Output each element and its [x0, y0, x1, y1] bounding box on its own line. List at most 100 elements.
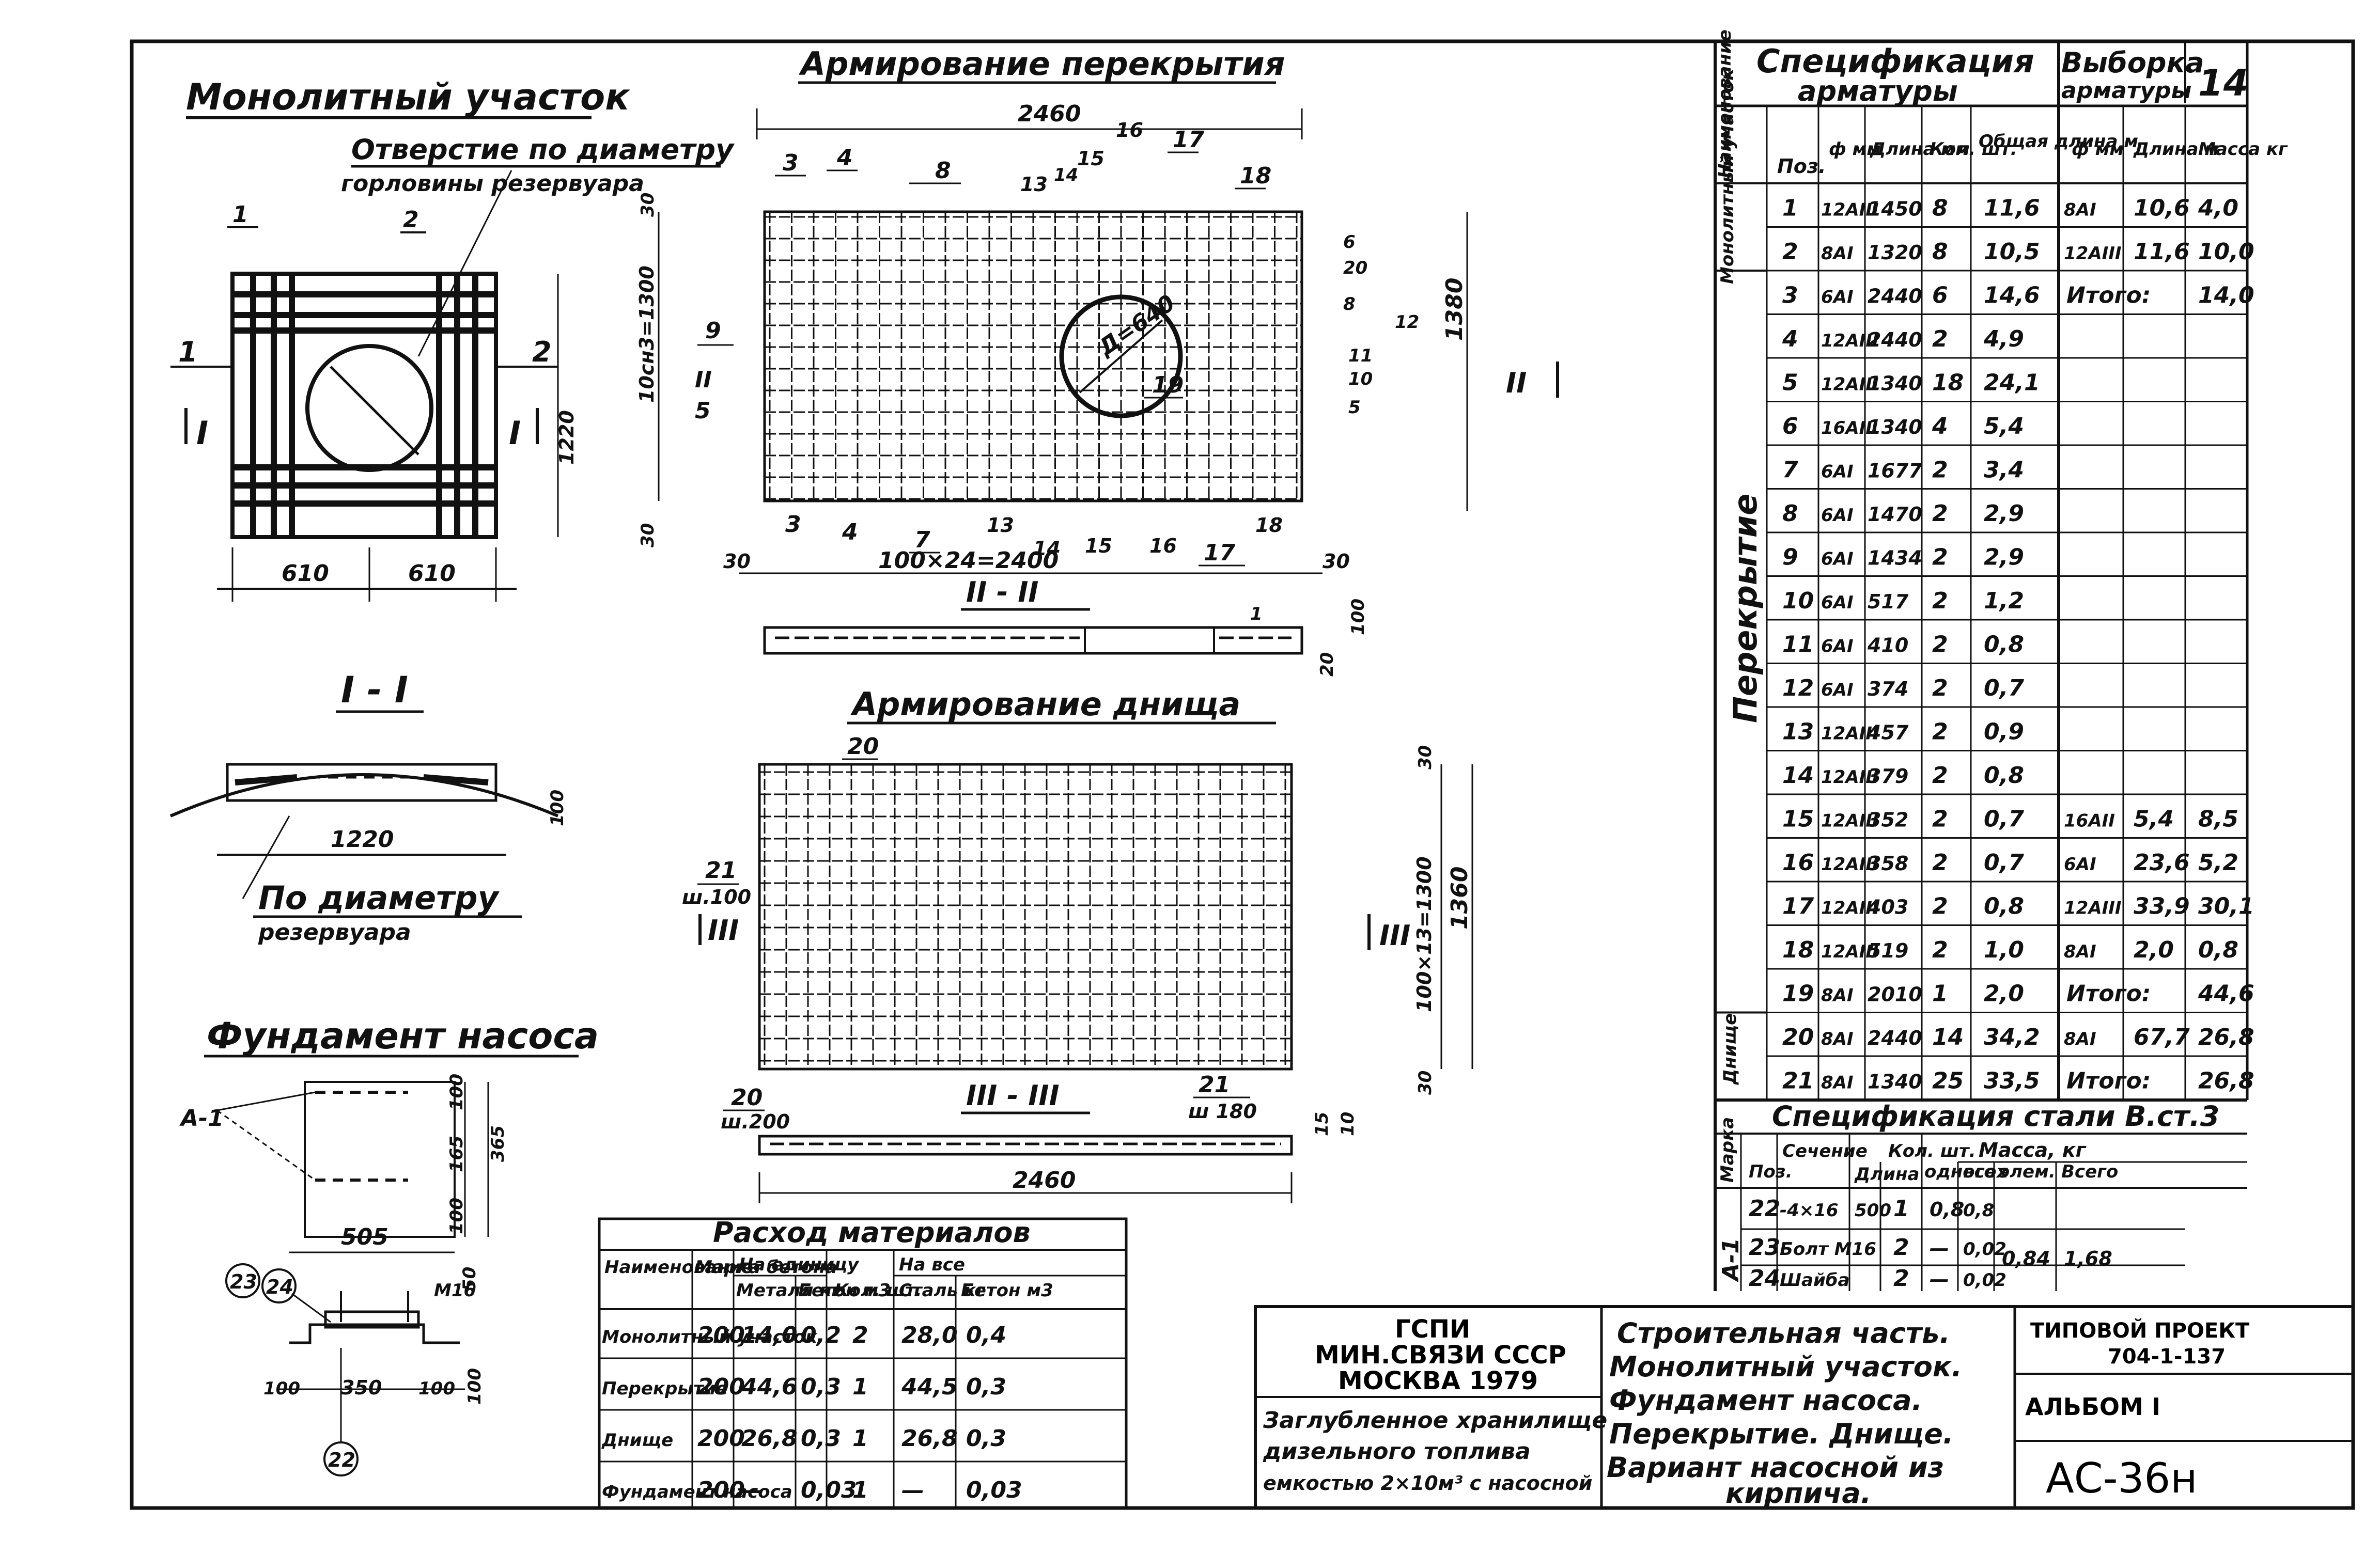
spec-cell-pos: 15 [1782, 806, 1814, 833]
svg-text:Металл кг: Металл кг [736, 1280, 841, 1301]
spec-cell-total: 0,8 [1984, 632, 2024, 658]
svg-text:17: 17 [1204, 540, 1236, 566]
svg-text:3: 3 [783, 150, 799, 176]
sheet-number: 14 [2198, 62, 2248, 104]
svg-text:Масса кг: Масса кг [2198, 139, 2288, 160]
dim-1220-v: 1220 [555, 410, 578, 465]
spec-cell-total: 34,2 [1984, 1024, 2040, 1050]
spec-cell-diam: 12АIII [1821, 811, 1879, 831]
spec-cell-total: 0,7 [1984, 806, 2024, 833]
spec-cell-diam: 8АI [1821, 985, 1854, 1006]
spec-cell-pos: 11 [1782, 632, 1814, 658]
spec-cell-total: 3,4 [1984, 457, 2024, 483]
roof-reinforcement: Армирование перекрытия 2460 3 4 8 13 14 … [635, 45, 1559, 677]
svg-text:Сталь кг: Сталь кг [899, 1280, 986, 1301]
steel-cell-mass-one: — [1930, 1268, 1949, 1291]
spec-cell-qty: 2 [1932, 500, 1948, 527]
svg-text:3: 3 [785, 511, 801, 538]
spec-header-name: Наименование [1715, 29, 1735, 178]
bottom-section-mark: III [708, 914, 739, 947]
svg-text:16: 16 [1149, 535, 1177, 557]
steel-cell-mass-all: 0,02 [1963, 1239, 2006, 1260]
pump-title: Фундамент насоса [207, 1015, 599, 1057]
roof-dim-1380: 1380 [1441, 278, 1468, 341]
spec-cell-total: 33,5 [1984, 1068, 2040, 1094]
materials-cell: 14,0 [741, 1322, 798, 1348]
roof-section-title: II - II [966, 576, 1038, 608]
pos-20: 20 [847, 733, 879, 760]
dim-1220: 1220 [331, 826, 394, 853]
spec-cell-length: 2440 [1868, 328, 1922, 351]
spec-cell-qty: 4 [1932, 413, 1948, 439]
spec-cell-qty: 25 [1932, 1068, 1964, 1094]
sel-cell-diam: 8АI [2064, 941, 2096, 962]
steel-cell-mass-all: 0,8 [1963, 1200, 1994, 1221]
pos-23: 23 [230, 1270, 257, 1293]
spec-cell-total: 0,8 [1984, 762, 2024, 789]
spec-cell-diam: 12АIII [1821, 854, 1879, 875]
spec-cell-qty: 2 [1932, 850, 1948, 876]
sel-cell-total-label: Итого: [2066, 282, 2151, 309]
spec-cell-qty: 2 [1932, 675, 1948, 701]
svg-text:всех: всех [1963, 1161, 2009, 1182]
spec-cell-pos: 6 [1782, 413, 1798, 439]
group-bottom: Днище [1720, 1013, 1740, 1085]
materials-cell: 200 [697, 1322, 745, 1348]
bottom-dim-2460: 2460 [1013, 1167, 1076, 1193]
spec-cell-qty: 2 [1932, 588, 1948, 614]
svg-text:11: 11 [1348, 345, 1373, 366]
section-mark: I [509, 414, 521, 452]
dim-20: 20 [1317, 652, 1337, 677]
org-1: ГСПИ [1395, 1315, 1470, 1344]
svg-text:Наименование: Наименование [604, 1257, 753, 1278]
spec-cell-diam: 6АI [1821, 505, 1854, 526]
org-3: МОСКВА 1979 [1338, 1366, 1538, 1395]
roof-mesh [765, 212, 1302, 501]
monolith-outline [230, 272, 498, 539]
sel-cell-mass: 10,0 [2198, 239, 2254, 265]
spec-cell-diam: 12АIII [1821, 374, 1879, 395]
bottom-dim-1360: 1360 [1446, 867, 1473, 930]
materials-cell: — [901, 1477, 924, 1503]
roof-title: Армирование перекрытия [798, 45, 1285, 83]
dim-100: 100 [446, 1198, 467, 1234]
svg-text:10: 10 [1348, 369, 1373, 389]
desc-5: Вариант насосной из [1607, 1451, 1944, 1484]
sel-cell-total-label: Итого: [2066, 981, 2151, 1007]
sel-cell-length: 67,7 [2134, 1024, 2190, 1050]
sel-cell-mass: 5,2 [2198, 850, 2238, 876]
sel-cell-diam: 16АII [2064, 811, 2115, 831]
sel-cell-length: 2,0 [2134, 937, 2174, 963]
pos-label: 2 [532, 336, 552, 368]
spec-cell-total: 0,7 [1984, 850, 2024, 876]
sel-title-1: Выборка [2061, 46, 2204, 79]
materials-cell: 0,2 [801, 1322, 841, 1348]
materials-cell: 26,8 [741, 1425, 798, 1452]
spec-cell-total: 0,9 [1984, 719, 2024, 745]
dim-50: 50 [459, 1267, 480, 1291]
spec-cell-pos: 12 [1782, 675, 1814, 701]
materials-cell: 0,03 [801, 1477, 857, 1503]
org-2: МИН.СВЯЗИ СССР [1315, 1341, 1566, 1370]
materials-cell: Монолитный участок [602, 1327, 818, 1347]
obj-3: емкостью 2×10м³ с насосной [1263, 1472, 1592, 1495]
spec-cell-total: 2,9 [1984, 544, 2024, 571]
sel-cell-length: 23,6 [2134, 850, 2190, 876]
spec-cell-pos: 2 [1782, 239, 1798, 265]
svg-text:Бетон м3: Бетон м3 [798, 1280, 891, 1301]
spec-table: Спецификация арматуры Выборка арматуры 1… [1714, 29, 2288, 1291]
materials-cell: Перекрытие [602, 1378, 728, 1399]
spec-cell-diam: 6АI [1821, 636, 1854, 657]
spec-cell-length: 358 [1868, 852, 1908, 875]
materials-cell: 0,3 [966, 1425, 1006, 1452]
project-1: ТИПОВОЙ ПРОЕКТ [2030, 1318, 2250, 1343]
dim-30: 30 [1415, 1071, 1436, 1095]
spec-cell-total: 14,6 [1984, 282, 2040, 309]
spec-cell-qty: 8 [1932, 195, 1948, 222]
spec-cell-length: 519 [1868, 939, 1908, 962]
spec-cell-qty: 8 [1932, 239, 1948, 265]
svg-text:20: 20 [1343, 258, 1367, 278]
dim-610: 610 [408, 560, 456, 587]
roof-dim-step: 100×24=2400 [878, 547, 1059, 574]
